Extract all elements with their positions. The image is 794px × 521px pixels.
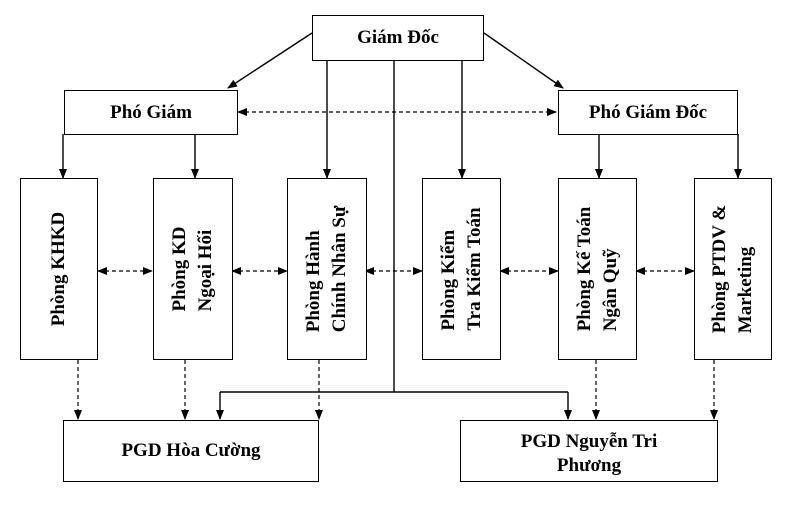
department-marketing: Phòng PTDV & Marketing <box>694 178 772 360</box>
department-label-line2: Tra Kiểm Toán <box>463 207 485 331</box>
deputy-left-label: Phó Giám <box>110 101 192 123</box>
branch-right-label-line1: PGD Nguyễn Tri <box>520 431 658 452</box>
branch-left-box: PGD Hòa Cường <box>63 420 319 482</box>
department-label-line1: Phòng Kiểm <box>437 229 459 331</box>
deputy-left-box: Phó Giám <box>64 90 238 135</box>
department-label-line2: Marketing <box>735 246 756 334</box>
department-label-line1: Phòng Kế Toán <box>573 206 595 332</box>
department-ngoai-hoi: Phòng KD Ngoại Hối <box>153 178 233 360</box>
arrow-director-deputy-left <box>227 32 313 89</box>
department-hanh-chinh: Phòng Hành Chính Nhân Sự <box>287 178 367 360</box>
branch-right-label-line2: Phương <box>556 455 622 476</box>
department-khkd: Phòng KHKD <box>20 178 98 360</box>
department-label-line1: Phòng KHKD <box>48 211 69 327</box>
department-label-line1: Phòng PTDV & <box>709 204 730 334</box>
branch-right-box: PGD Nguyễn Tri Phương <box>460 420 718 482</box>
department-label-line1: Phòng Hành <box>303 230 324 333</box>
department-ke-toan: Phòng Kế Toán Ngân Quỹ <box>558 178 637 360</box>
deputy-right-box: Phó Giám Đốc <box>558 90 738 135</box>
department-label-line2: Ngân Quỹ <box>599 248 621 332</box>
branch-left-label: PGD Hòa Cường <box>121 440 261 461</box>
director-box: Giám Đốc <box>312 15 484 61</box>
arrow-director-deputy-right <box>483 32 564 89</box>
department-kiem-toan: Phòng Kiểm Tra Kiểm Toán <box>422 178 501 360</box>
department-label-line1: Phòng KD <box>169 226 190 312</box>
department-label-line2: Chính Nhân Sự <box>329 205 350 333</box>
director-label: Giám Đốc <box>357 27 439 48</box>
department-label-line2: Ngoại Hối <box>195 229 216 312</box>
deputy-right-label: Phó Giám Đốc <box>588 101 708 123</box>
